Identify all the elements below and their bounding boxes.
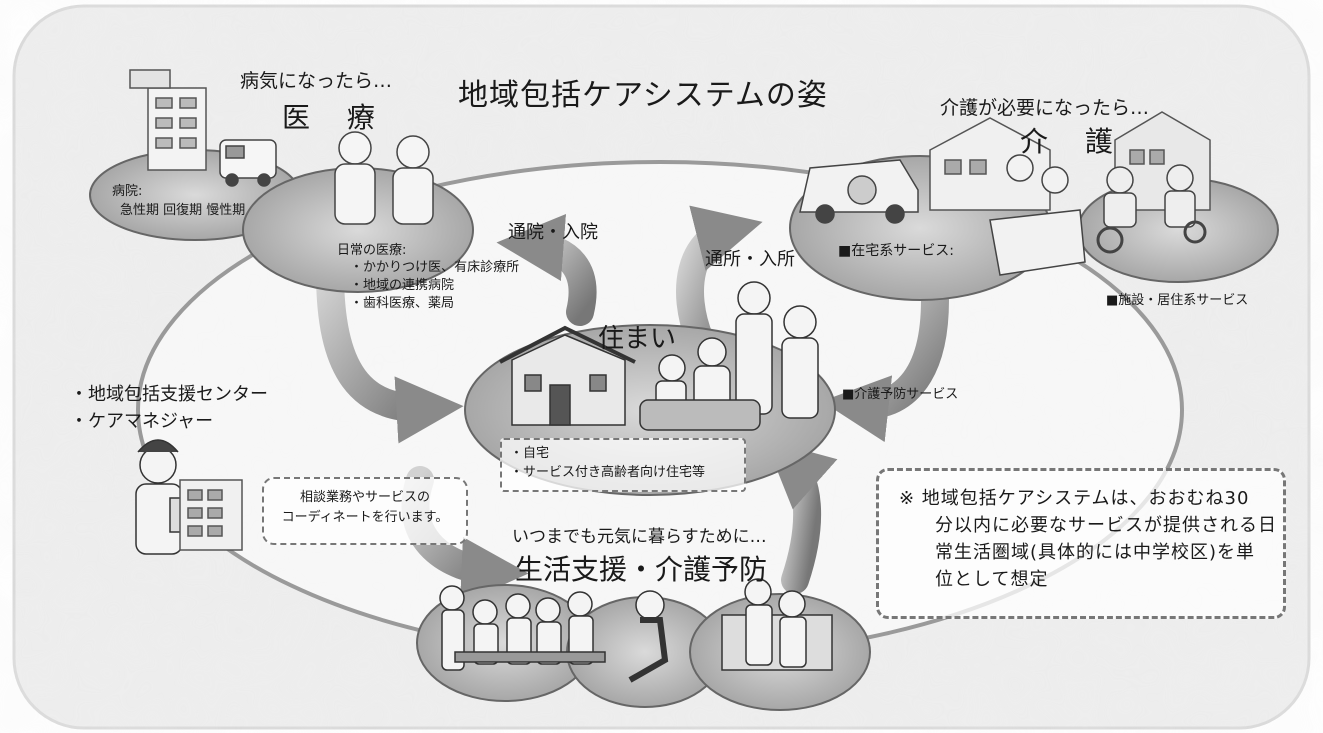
arrow-home-to-medical bbox=[496, 214, 597, 326]
arrow-prevention-to-home bbox=[764, 439, 838, 594]
note-line: 位として想定 bbox=[935, 569, 1049, 590]
medical-caption: 病気になったら… bbox=[240, 70, 393, 92]
home-type-item: ・自宅 bbox=[510, 446, 550, 461]
home-service-label: ■在宅系サービス: bbox=[838, 243, 954, 259]
care-heading: 介 護 bbox=[1020, 125, 1127, 158]
elderly-family-icon bbox=[639, 281, 819, 431]
arrow-medical-to-home bbox=[316, 258, 464, 444]
hospital-types: 急性期 回復期 慢性期 bbox=[120, 203, 246, 218]
home-types-box: ・自宅 ・サービス付き高齢者向け住宅等 bbox=[500, 438, 746, 492]
support-center-item: ・地域包括支援センター bbox=[70, 384, 268, 405]
daily-care-item: ・地域の連携病院 bbox=[350, 278, 455, 293]
support-role-line: 相談業務やサービスの bbox=[299, 490, 430, 505]
home-type-item: ・サービス付き高齢者向け住宅等 bbox=[510, 465, 706, 480]
arrow-home-to-care bbox=[676, 205, 763, 354]
house-icon bbox=[499, 325, 636, 426]
community-group-icon bbox=[439, 585, 606, 671]
note-line: ※ 地域包括ケアシステムは、おおむね30 bbox=[899, 488, 1250, 509]
support-role-line: コーディネートを行います。 bbox=[281, 510, 449, 525]
exercise-icon bbox=[628, 590, 669, 683]
prevention-caption: いつまでも元気に暮らすために… bbox=[512, 527, 767, 547]
doctor-icon bbox=[334, 131, 434, 225]
care-van-icon bbox=[799, 159, 919, 224]
note-box: ※ 地域包括ケアシステムは、おおむね30 分以内に必要なサービスが提供される日 … bbox=[876, 468, 1286, 619]
home-heading: 住まい bbox=[598, 324, 677, 354]
hospital-label: 病院: bbox=[112, 184, 143, 199]
arrow-care-to-home bbox=[821, 286, 949, 443]
note-line: 常生活圏域(具体的には中学校区)を単 bbox=[935, 542, 1256, 563]
caregiver-bath-icon bbox=[989, 154, 1086, 276]
daily-care-item: ・かかりつけ医、有床診療所 bbox=[350, 260, 520, 275]
support-role-box: 相談業務やサービスの コーディネートを行います。 bbox=[262, 477, 468, 545]
daily-care-item: ・歯科医療、薬局 bbox=[350, 296, 455, 311]
ambulance-icon bbox=[219, 139, 277, 187]
care-caption: 介護が必要になったら… bbox=[940, 97, 1150, 119]
note-line: 分以内に必要なサービスが提供される日 bbox=[935, 515, 1277, 536]
facility-service-label: ■施設・居住系サービス bbox=[1106, 293, 1249, 308]
prevention-heading: 生活支援・介護予防 bbox=[515, 553, 768, 586]
hospital-visit-label: 通院・入院 bbox=[508, 222, 598, 243]
hospital-icon bbox=[129, 69, 207, 171]
wheelchair-icon bbox=[1096, 164, 1207, 254]
facility-visit-label: 通所・入所 bbox=[705, 249, 795, 270]
support-center-item: ・ケアマネジャー bbox=[70, 411, 214, 432]
medical-heading: 医 療 bbox=[282, 101, 389, 134]
prevention-service-label: ■介護予防サービス bbox=[842, 387, 959, 402]
diagram-title: 地域包括ケアシステムの姿 bbox=[458, 78, 828, 113]
shopping-support-icon bbox=[721, 578, 833, 671]
daily-care-label: 日常の医療: bbox=[337, 243, 407, 258]
support-center-building-icon bbox=[179, 479, 243, 551]
